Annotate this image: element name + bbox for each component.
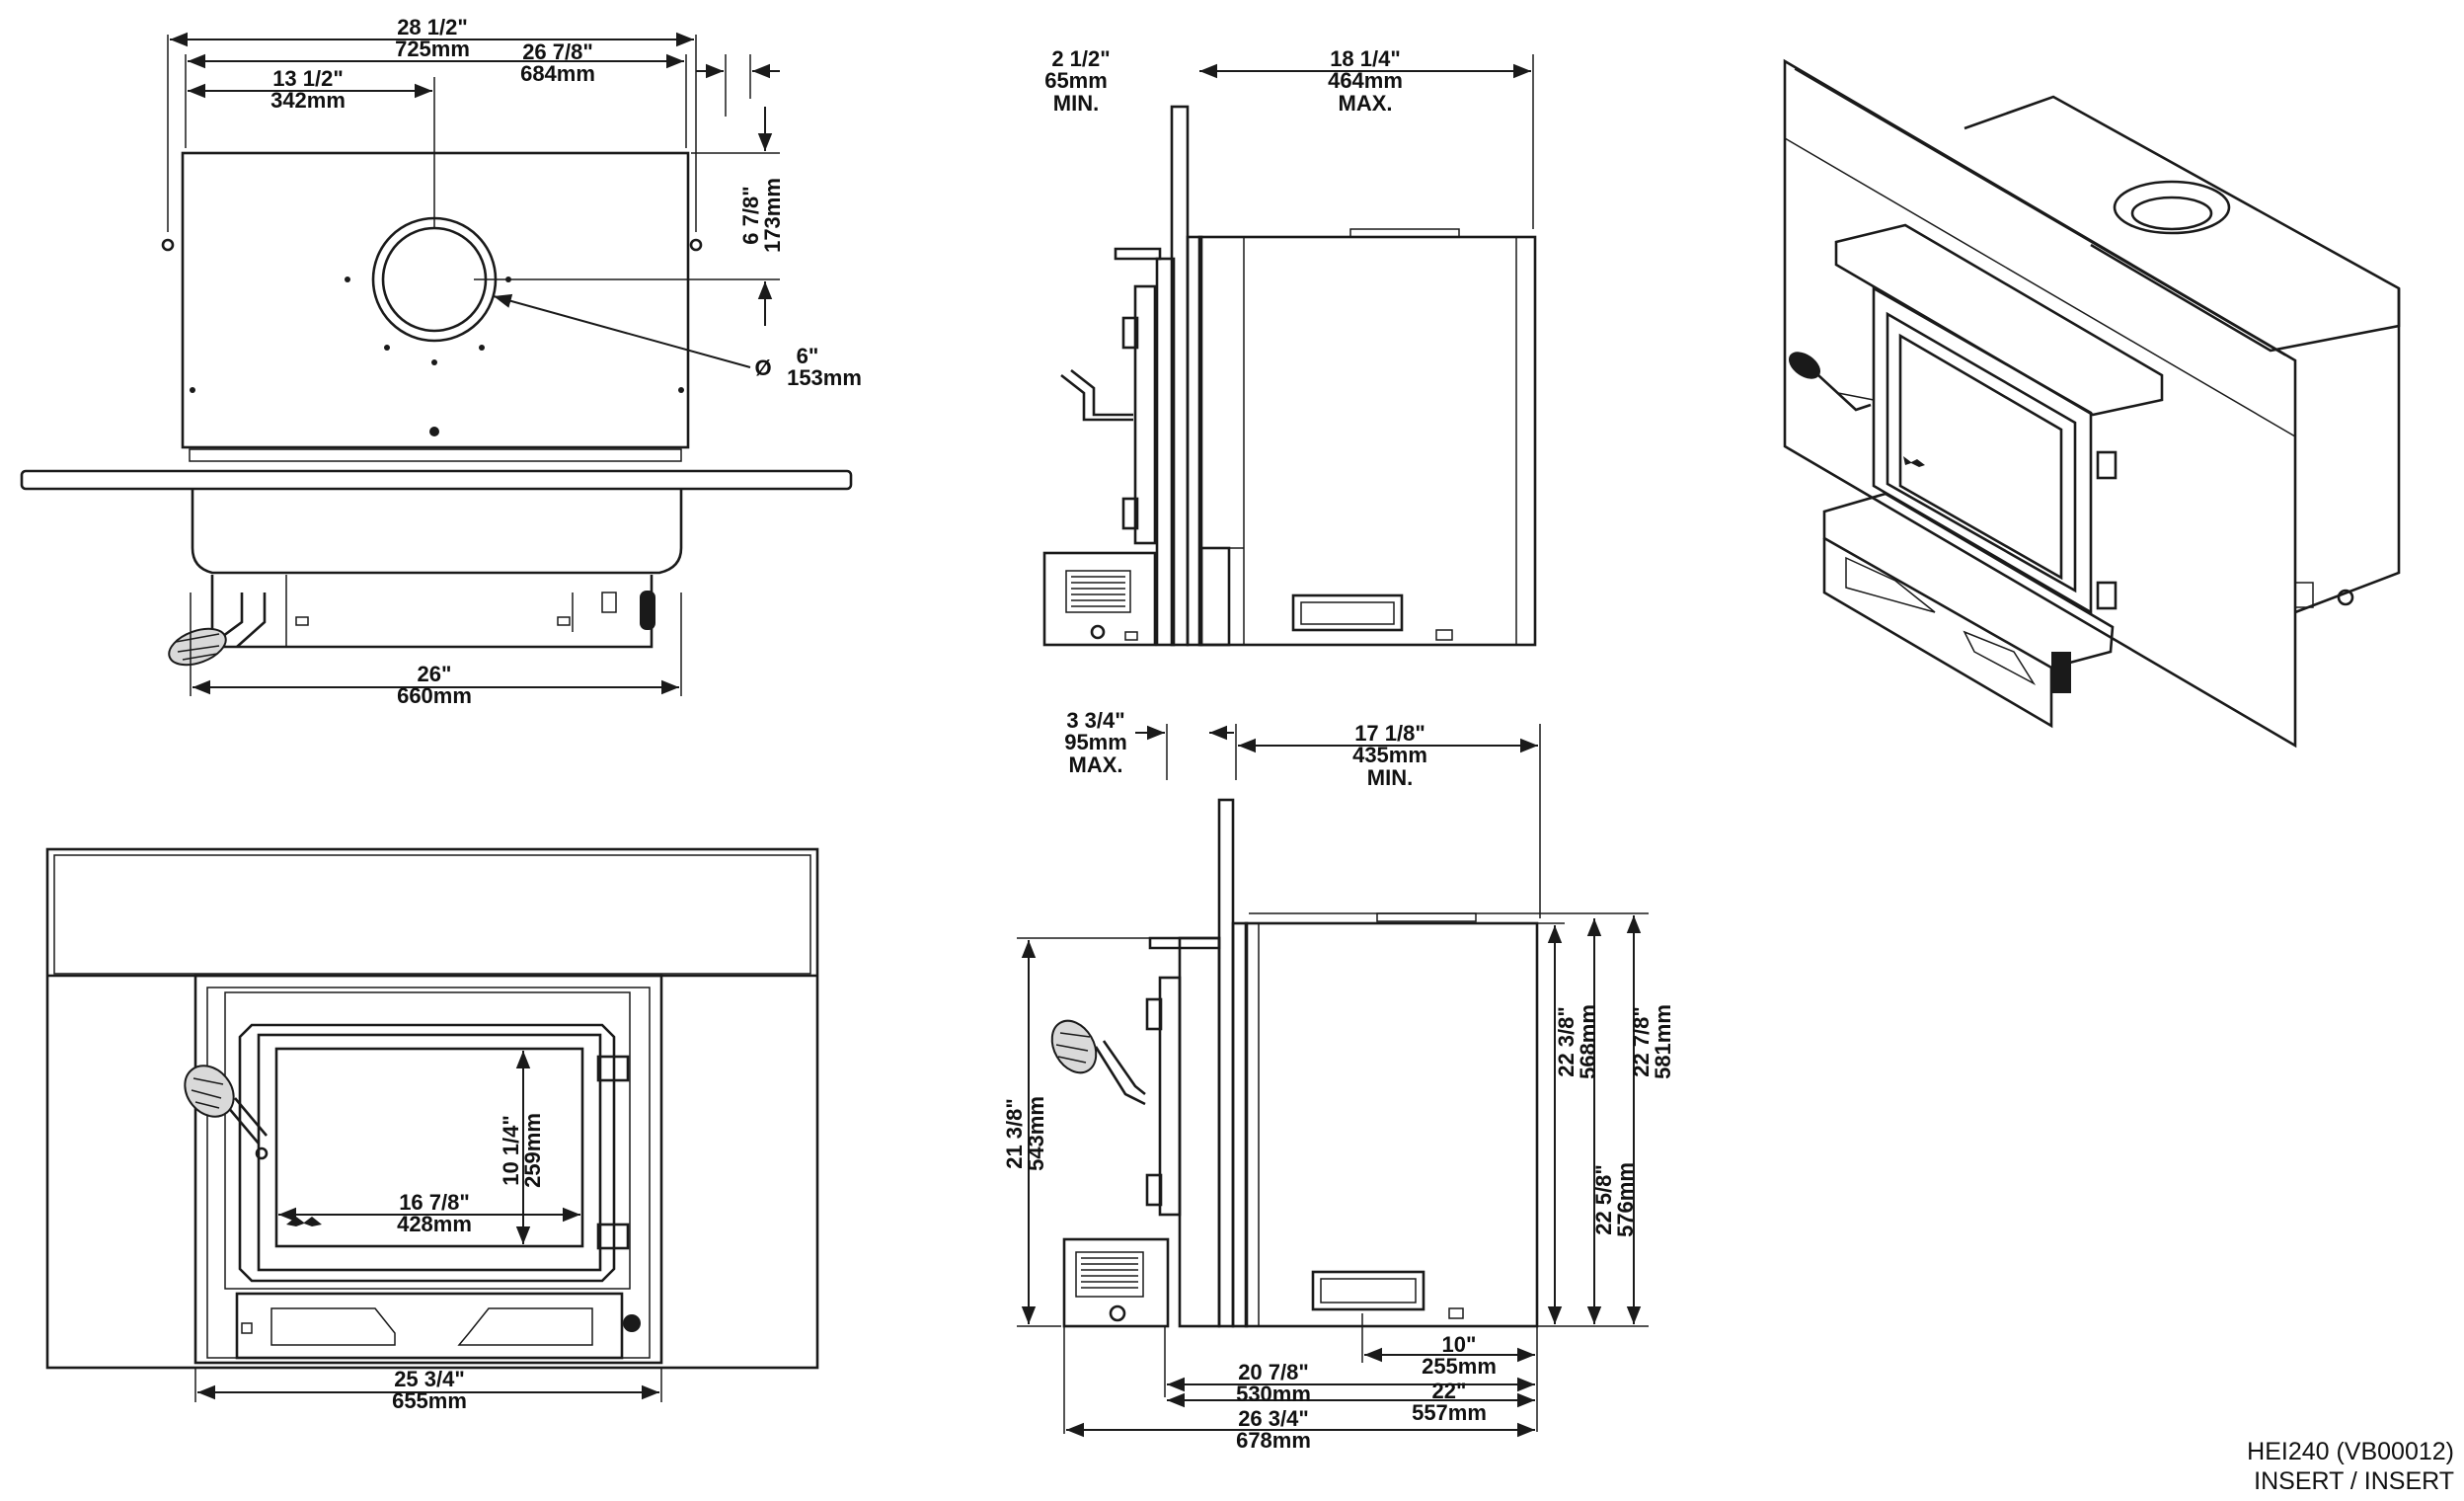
front-body-width-mm: 655mm [392,1388,467,1413]
height-left-mm: 543mm [1024,1096,1048,1171]
glass-width-in: 16 7/8" [399,1190,470,1215]
front-depth-max-mm: 95mm [1064,730,1127,754]
rear-depth-min-in: 17 1/8" [1354,721,1425,746]
front-depth-max-in: 3 3/4" [1066,708,1124,733]
depth-b-mm: 557mm [1412,1400,1487,1425]
front-body-width-in: 25 3/4" [394,1367,465,1391]
rear-depth-max-mm: 464mm [1328,68,1403,93]
height-a-in: 22 3/8" [1554,1006,1578,1077]
glass-height-in: 10 1/4" [499,1115,523,1186]
depth-b-in: 22" [1432,1379,1467,1403]
flue-offset-x-mm: 342mm [270,88,346,113]
body-width-mm: 660mm [397,683,472,708]
height-c-mm: 581mm [1651,1004,1675,1079]
side-view-max [1017,724,1649,1438]
body-width-in: 26" [418,662,452,686]
front-depth-max-note: MAX. [1069,752,1123,777]
rear-depth-min-note: MIN. [1367,765,1413,790]
rear-depth-max-in: 18 1/4" [1330,46,1401,71]
flue-diameter-in: 6" [797,344,819,368]
flue-offset-x-in: 13 1/2" [272,66,344,91]
diameter-symbol: Ø [754,356,771,380]
overall-width-mm: 725mm [395,37,470,61]
top-view [20,32,853,696]
glass-height-mm: 259mm [520,1113,545,1188]
height-left-in: 21 3/8" [1002,1098,1027,1169]
rear-depth-max-note: MAX. [1339,91,1393,116]
flue-offset-y-mm: 173mm [760,178,785,253]
glass-width-mm: 428mm [397,1212,472,1236]
side-view-min [696,54,1537,647]
height-b-in: 22 5/8" [1591,1164,1616,1235]
height-a-mm: 568mm [1576,1004,1600,1079]
height-c-in: 22 7/8" [1629,1006,1654,1077]
model-label: HEI240 (VB00012) [2247,1438,2454,1465]
type-label: INSERT / INSERT [2254,1467,2454,1495]
front-depth-min-in: 2 1/2" [1051,46,1110,71]
vent-offset-mm: 255mm [1422,1354,1497,1379]
isometric-view [1783,58,2401,749]
flue-diameter-mm: 153mm [787,365,862,390]
depth-c-mm: 678mm [1236,1428,1311,1453]
depth-c-in: 26 3/4" [1238,1406,1309,1431]
flue-offset-y-in: 6 7/8" [738,186,763,244]
depth-a-mm: 530mm [1236,1382,1311,1406]
vent-offset-in: 10" [1442,1332,1477,1357]
depth-a-in: 20 7/8" [1238,1360,1309,1384]
height-b-mm: 576mm [1613,1162,1638,1237]
overall-width-in: 28 1/2" [397,15,468,40]
front-depth-min-note: MIN. [1053,91,1099,116]
bolt-span-in: 26 7/8" [522,40,593,64]
front-depth-min-mm: 65mm [1044,68,1108,93]
rear-depth-min-mm: 435mm [1352,743,1427,767]
bolt-span-mm: 684mm [520,61,595,86]
front-view [45,847,819,1402]
